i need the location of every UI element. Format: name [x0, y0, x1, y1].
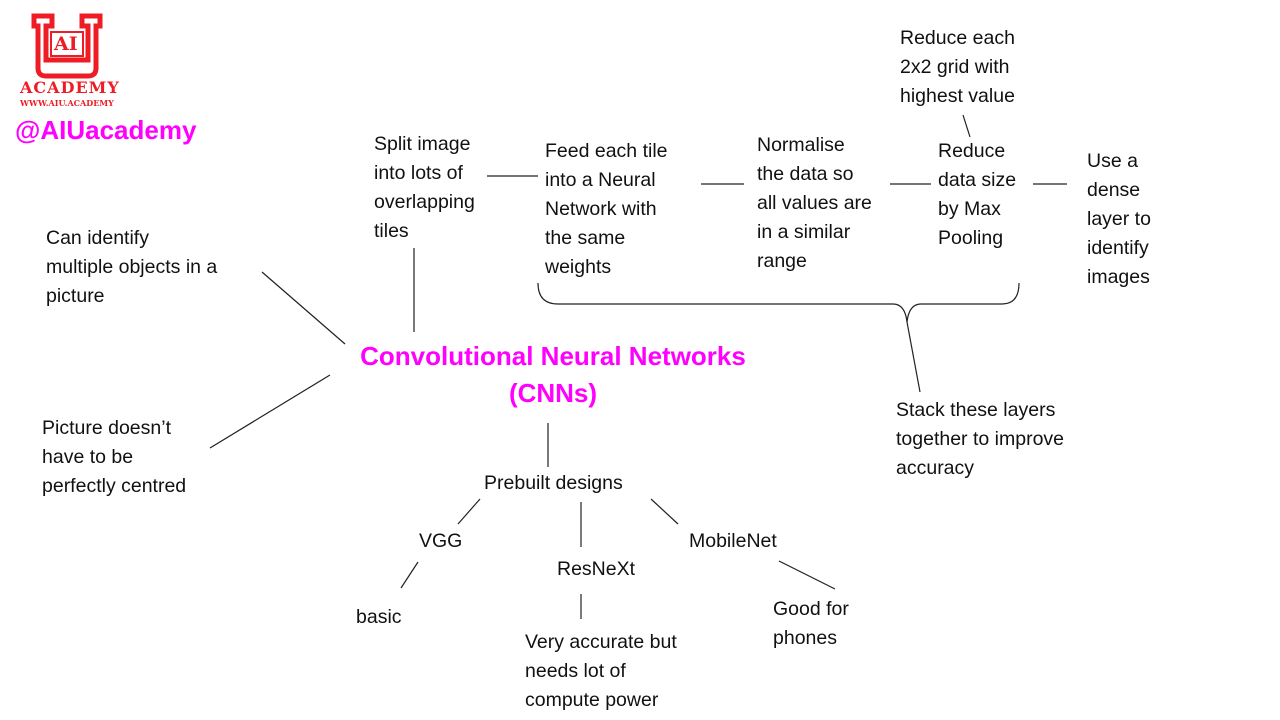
- connector-prebuilt-to-mobilenet: [650, 498, 679, 525]
- connector-mobilenet-to-note: [778, 560, 836, 590]
- node-vgg-note: basic: [356, 606, 402, 628]
- node-mobilenet-note: Good for phones: [773, 598, 849, 649]
- node-vgg: VGG: [419, 530, 463, 552]
- node-stack-layers: Stack these layers together to improve a…: [896, 399, 1065, 479]
- brace-stack-layers: [537, 282, 1020, 323]
- node-max-pooling-note: Reduce each 2x2 grid with highest value: [900, 27, 1015, 107]
- brand-academy: ACADEMY: [20, 78, 120, 97]
- brand-website: WWW.AIU.ACADEMY: [20, 98, 114, 108]
- aiu-logo-icon: [31, 13, 103, 79]
- central-title: Convolutional Neural Networks (CNNs): [360, 341, 746, 408]
- node-normalise: Normalise the data so all values are in …: [757, 134, 872, 272]
- node-dense-layer: Use a dense layer to identify images: [1087, 150, 1151, 288]
- logo-letters: AI: [54, 33, 78, 55]
- node-mobilenet: MobileNet: [689, 530, 777, 552]
- connector-multiple-objects: [261, 271, 346, 345]
- node-not-centred: Picture doesn’t have to be perfectly cen…: [42, 417, 187, 497]
- node-feed-tiles: Feed each tile into a Neural Network wit…: [545, 140, 668, 278]
- connector-maxpool-note: [962, 114, 971, 138]
- node-prebuilt-designs: Prebuilt designs: [484, 472, 623, 494]
- connector-prebuilt-to-vgg: [457, 498, 481, 525]
- connector-brace-to-stack: [906, 321, 921, 393]
- node-split-image: Split image into lots of overlapping til…: [374, 133, 475, 242]
- brand-handle: @AIUacademy: [15, 115, 197, 145]
- node-max-pooling: Reduce data size by Max Pooling: [938, 140, 1017, 249]
- connector-vgg-to-basic: [400, 561, 419, 589]
- connector-not-centred: [209, 374, 331, 449]
- node-resnext: ResNeXt: [557, 558, 636, 580]
- node-resnext-note: Very accurate but needs lot of compute p…: [525, 631, 677, 711]
- node-multiple-objects: Can identify multiple objects in a pictu…: [46, 227, 218, 307]
